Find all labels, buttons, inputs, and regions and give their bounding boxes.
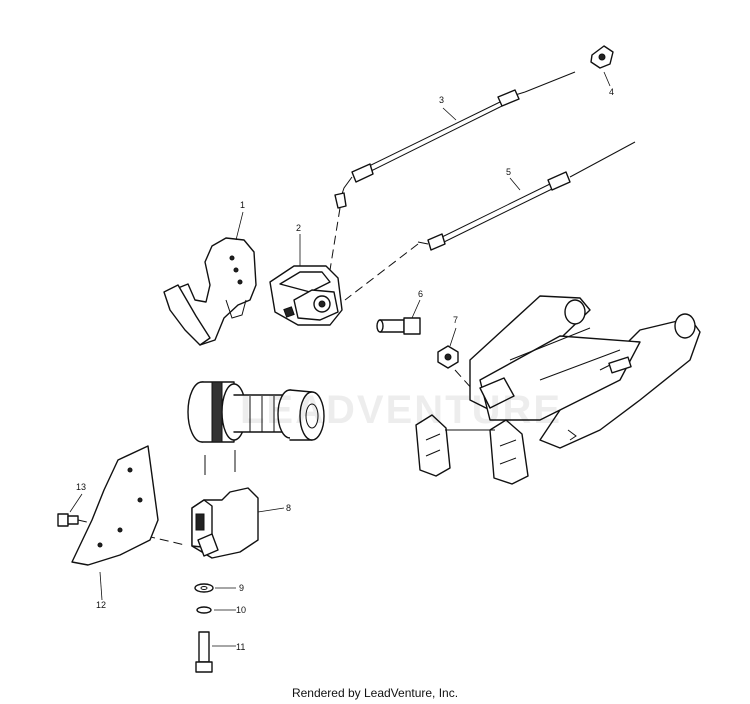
callout-1: 1 — [240, 200, 245, 210]
callout-11: 11 — [236, 642, 245, 652]
part-1-bracket[interactable] — [163, 237, 257, 346]
part-6-pin[interactable] — [376, 317, 421, 335]
part-9-washer-hole — [200, 586, 208, 590]
callout-5: 5 — [506, 167, 511, 177]
callout-3: 3 — [439, 95, 444, 105]
part-7-nut[interactable] — [437, 345, 459, 369]
part-12-disc-guard[interactable] — [71, 445, 159, 566]
watermark: LEADVENTURE — [240, 388, 563, 432]
part-3-cable[interactable] — [334, 71, 576, 209]
axle-bearing-assembly[interactable] — [187, 381, 325, 475]
leader-lines — [69, 71, 611, 647]
part-4-clip[interactable] — [590, 45, 614, 69]
part-13-bolt[interactable] — [57, 513, 79, 527]
assembly-line — [344, 243, 419, 301]
callout-10: 10 — [236, 605, 246, 615]
footer-credit: Rendered by LeadVenture, Inc. — [291, 686, 459, 700]
callout-8: 8 — [286, 503, 291, 513]
part-2-caliper[interactable] — [269, 265, 343, 326]
callout-7: 7 — [453, 315, 458, 325]
part-11-bolt[interactable] — [195, 631, 213, 673]
callout-6: 6 — [418, 289, 423, 299]
callout-4: 4 — [609, 87, 614, 97]
assembly-line — [329, 207, 341, 271]
callout-12: 12 — [96, 600, 106, 610]
part-10-washer[interactable] — [196, 606, 212, 614]
callout-2: 2 — [296, 223, 301, 233]
part-8-mount-block[interactable] — [191, 487, 259, 559]
swing-arm-frame[interactable] — [415, 295, 701, 485]
callout-9: 9 — [239, 583, 244, 593]
part-5-cable[interactable] — [417, 141, 636, 251]
callout-13: 13 — [76, 482, 86, 492]
